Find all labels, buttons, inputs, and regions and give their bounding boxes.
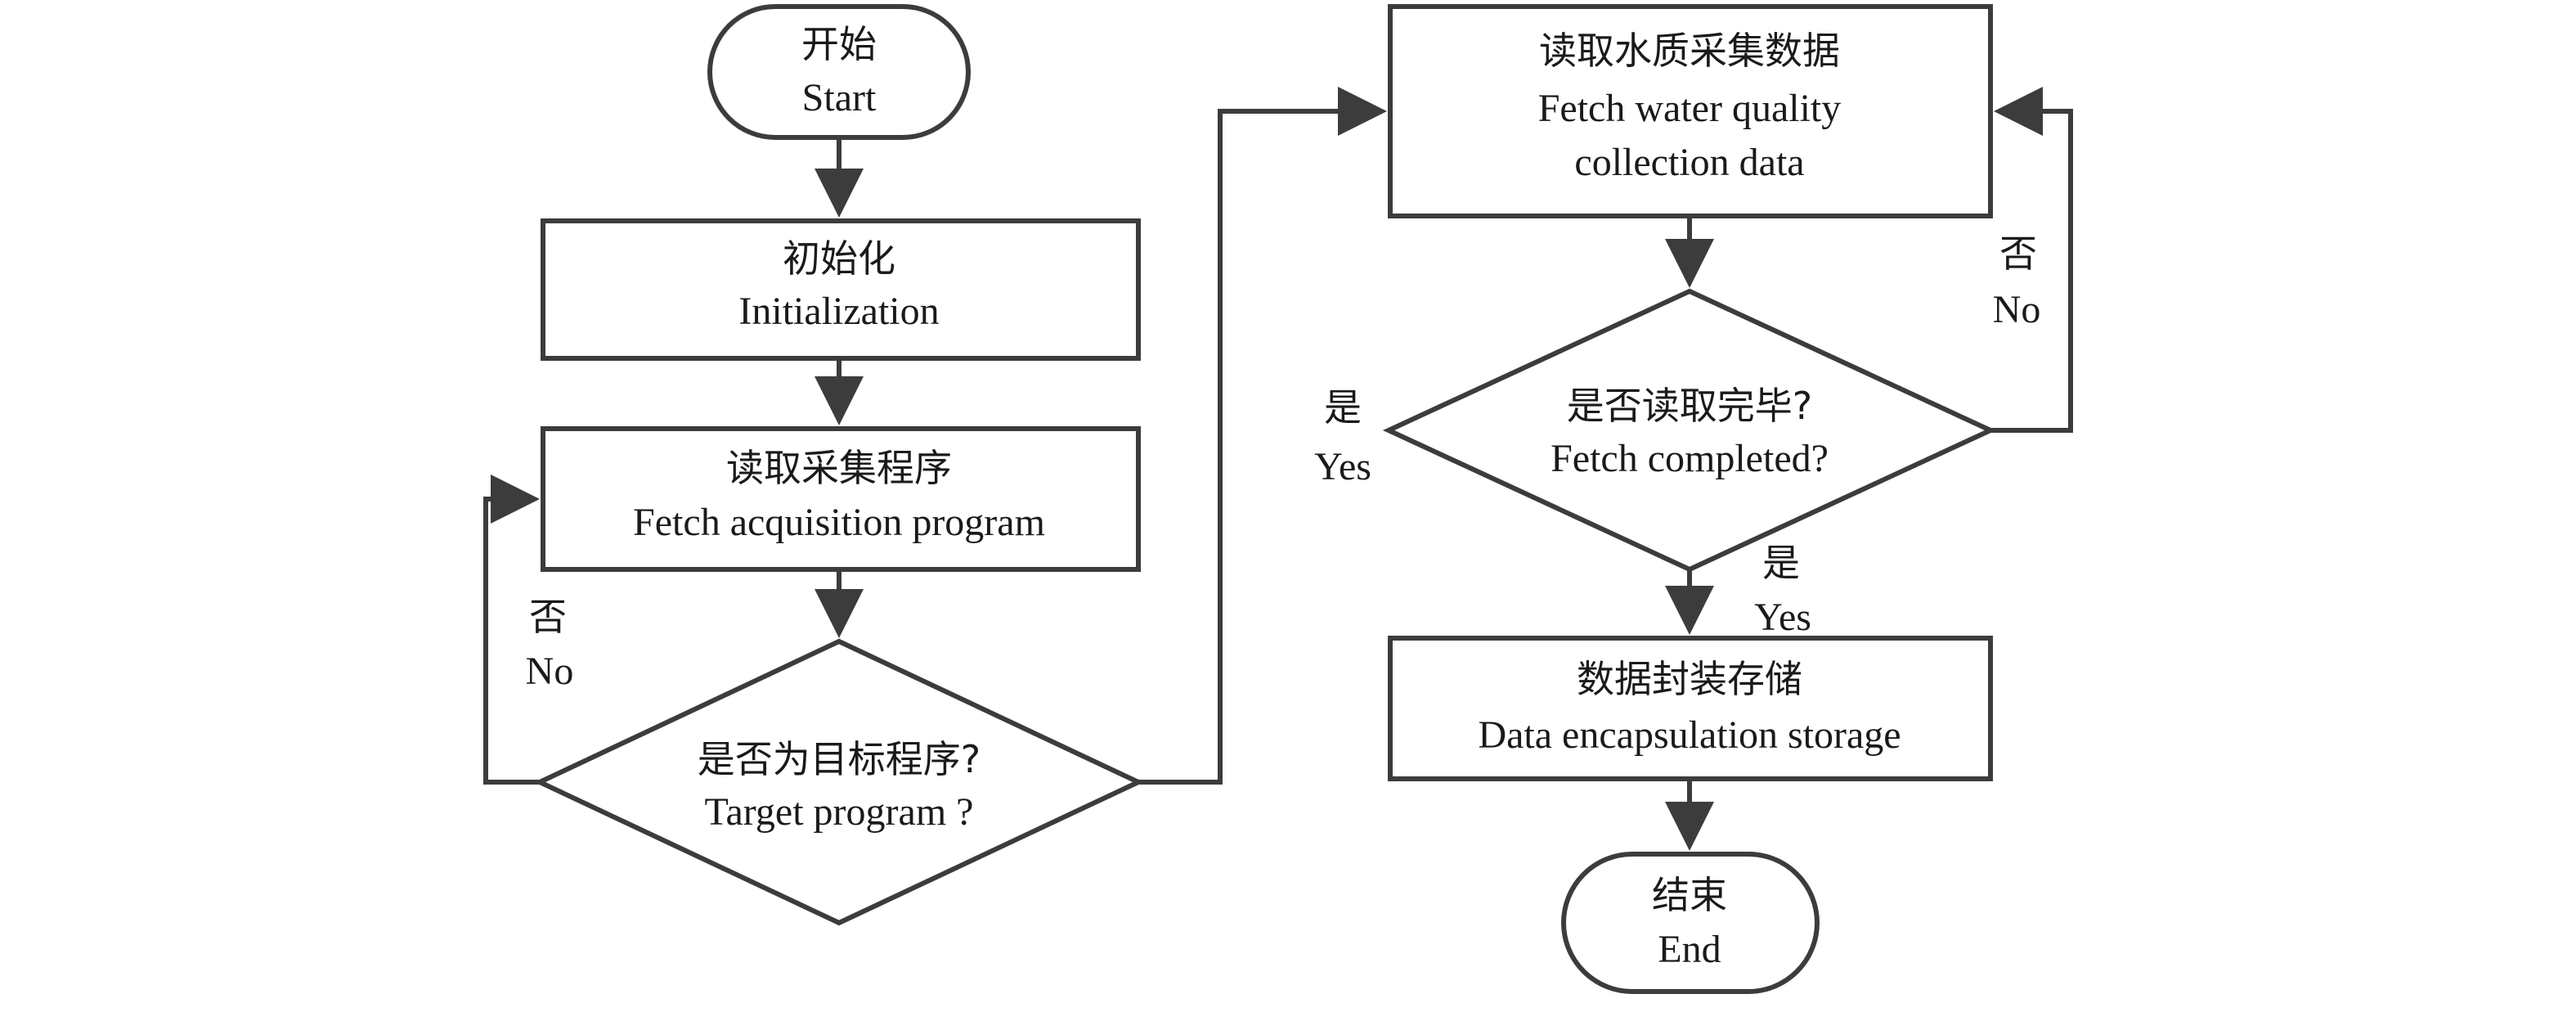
edge-complete-no-loop — [1990, 87, 2073, 433]
store-label-zh: 数据封装存储 — [1577, 657, 1802, 701]
init-process: 初始化 Initialization — [541, 218, 1141, 361]
complete-decision-shape — [1382, 288, 1997, 573]
start-label-en: Start — [802, 76, 877, 119]
fetch-data-shape — [1388, 4, 1993, 218]
fetch-data-label-en-1: Fetch water quality — [1538, 87, 1842, 130]
complete-yes-down-label-zh: 是 — [1762, 541, 1800, 585]
store-label-en: Data encapsulation storage — [1478, 713, 1901, 757]
start-label-zh: 开始 — [801, 22, 877, 66]
target-decision-label-zh: 是否为目标程序? — [698, 737, 981, 781]
store-shape — [1388, 636, 1993, 781]
target-decision-label-en: Target program ? — [705, 790, 974, 834]
fetch-data-label-zh: 读取水质采集数据 — [1539, 29, 1840, 73]
complete-decision-label-en: Fetch completed? — [1551, 437, 1829, 480]
complete-yes-left-label-zh: 是 — [1324, 385, 1362, 430]
end-shape — [1561, 852, 1820, 994]
store-process: 数据封装存储 Data encapsulation storage — [1388, 636, 1993, 781]
edge-target-no-loop — [483, 475, 540, 785]
fetch-program-label-zh: 读取采集程序 — [726, 446, 952, 490]
complete-decision-label-zh: 是否读取完毕? — [1567, 384, 1812, 428]
target-no-label-en: No — [526, 650, 574, 693]
fetch-data-process: 读取水质采集数据 Fetch water quality collection … — [1388, 4, 1993, 218]
target-decision: 是否为目标程序? Target program ? — [533, 638, 1145, 926]
target-no-label-zh: 否 — [529, 595, 567, 639]
complete-no-label-zh: 否 — [1999, 232, 2037, 276]
target-decision-shape — [533, 638, 1145, 926]
end-terminator: 结束 End — [1561, 852, 1820, 994]
fetch-data-label-en-2: collection data — [1574, 141, 1804, 184]
fetch-program-label-en: Fetch acquisition program — [633, 501, 1045, 544]
end-label-zh: 结束 — [1652, 873, 1727, 917]
init-label-en: Initialization — [738, 290, 939, 333]
edge-target-yes — [1138, 87, 1387, 785]
fetch-program-process: 读取采集程序 Fetch acquisition program — [541, 426, 1141, 572]
complete-yes-left-label-en: Yes — [1314, 445, 1371, 488]
start-terminator: 开始 Start — [707, 4, 971, 140]
init-shape — [541, 218, 1141, 361]
complete-no-label-en: No — [1993, 288, 2041, 331]
init-label-zh: 初始化 — [783, 236, 895, 281]
complete-decision: 是否读取完毕? Fetch completed? — [1382, 288, 1997, 573]
end-label-en: End — [1658, 928, 1721, 971]
complete-yes-down-label-en: Yes — [1754, 596, 1811, 639]
